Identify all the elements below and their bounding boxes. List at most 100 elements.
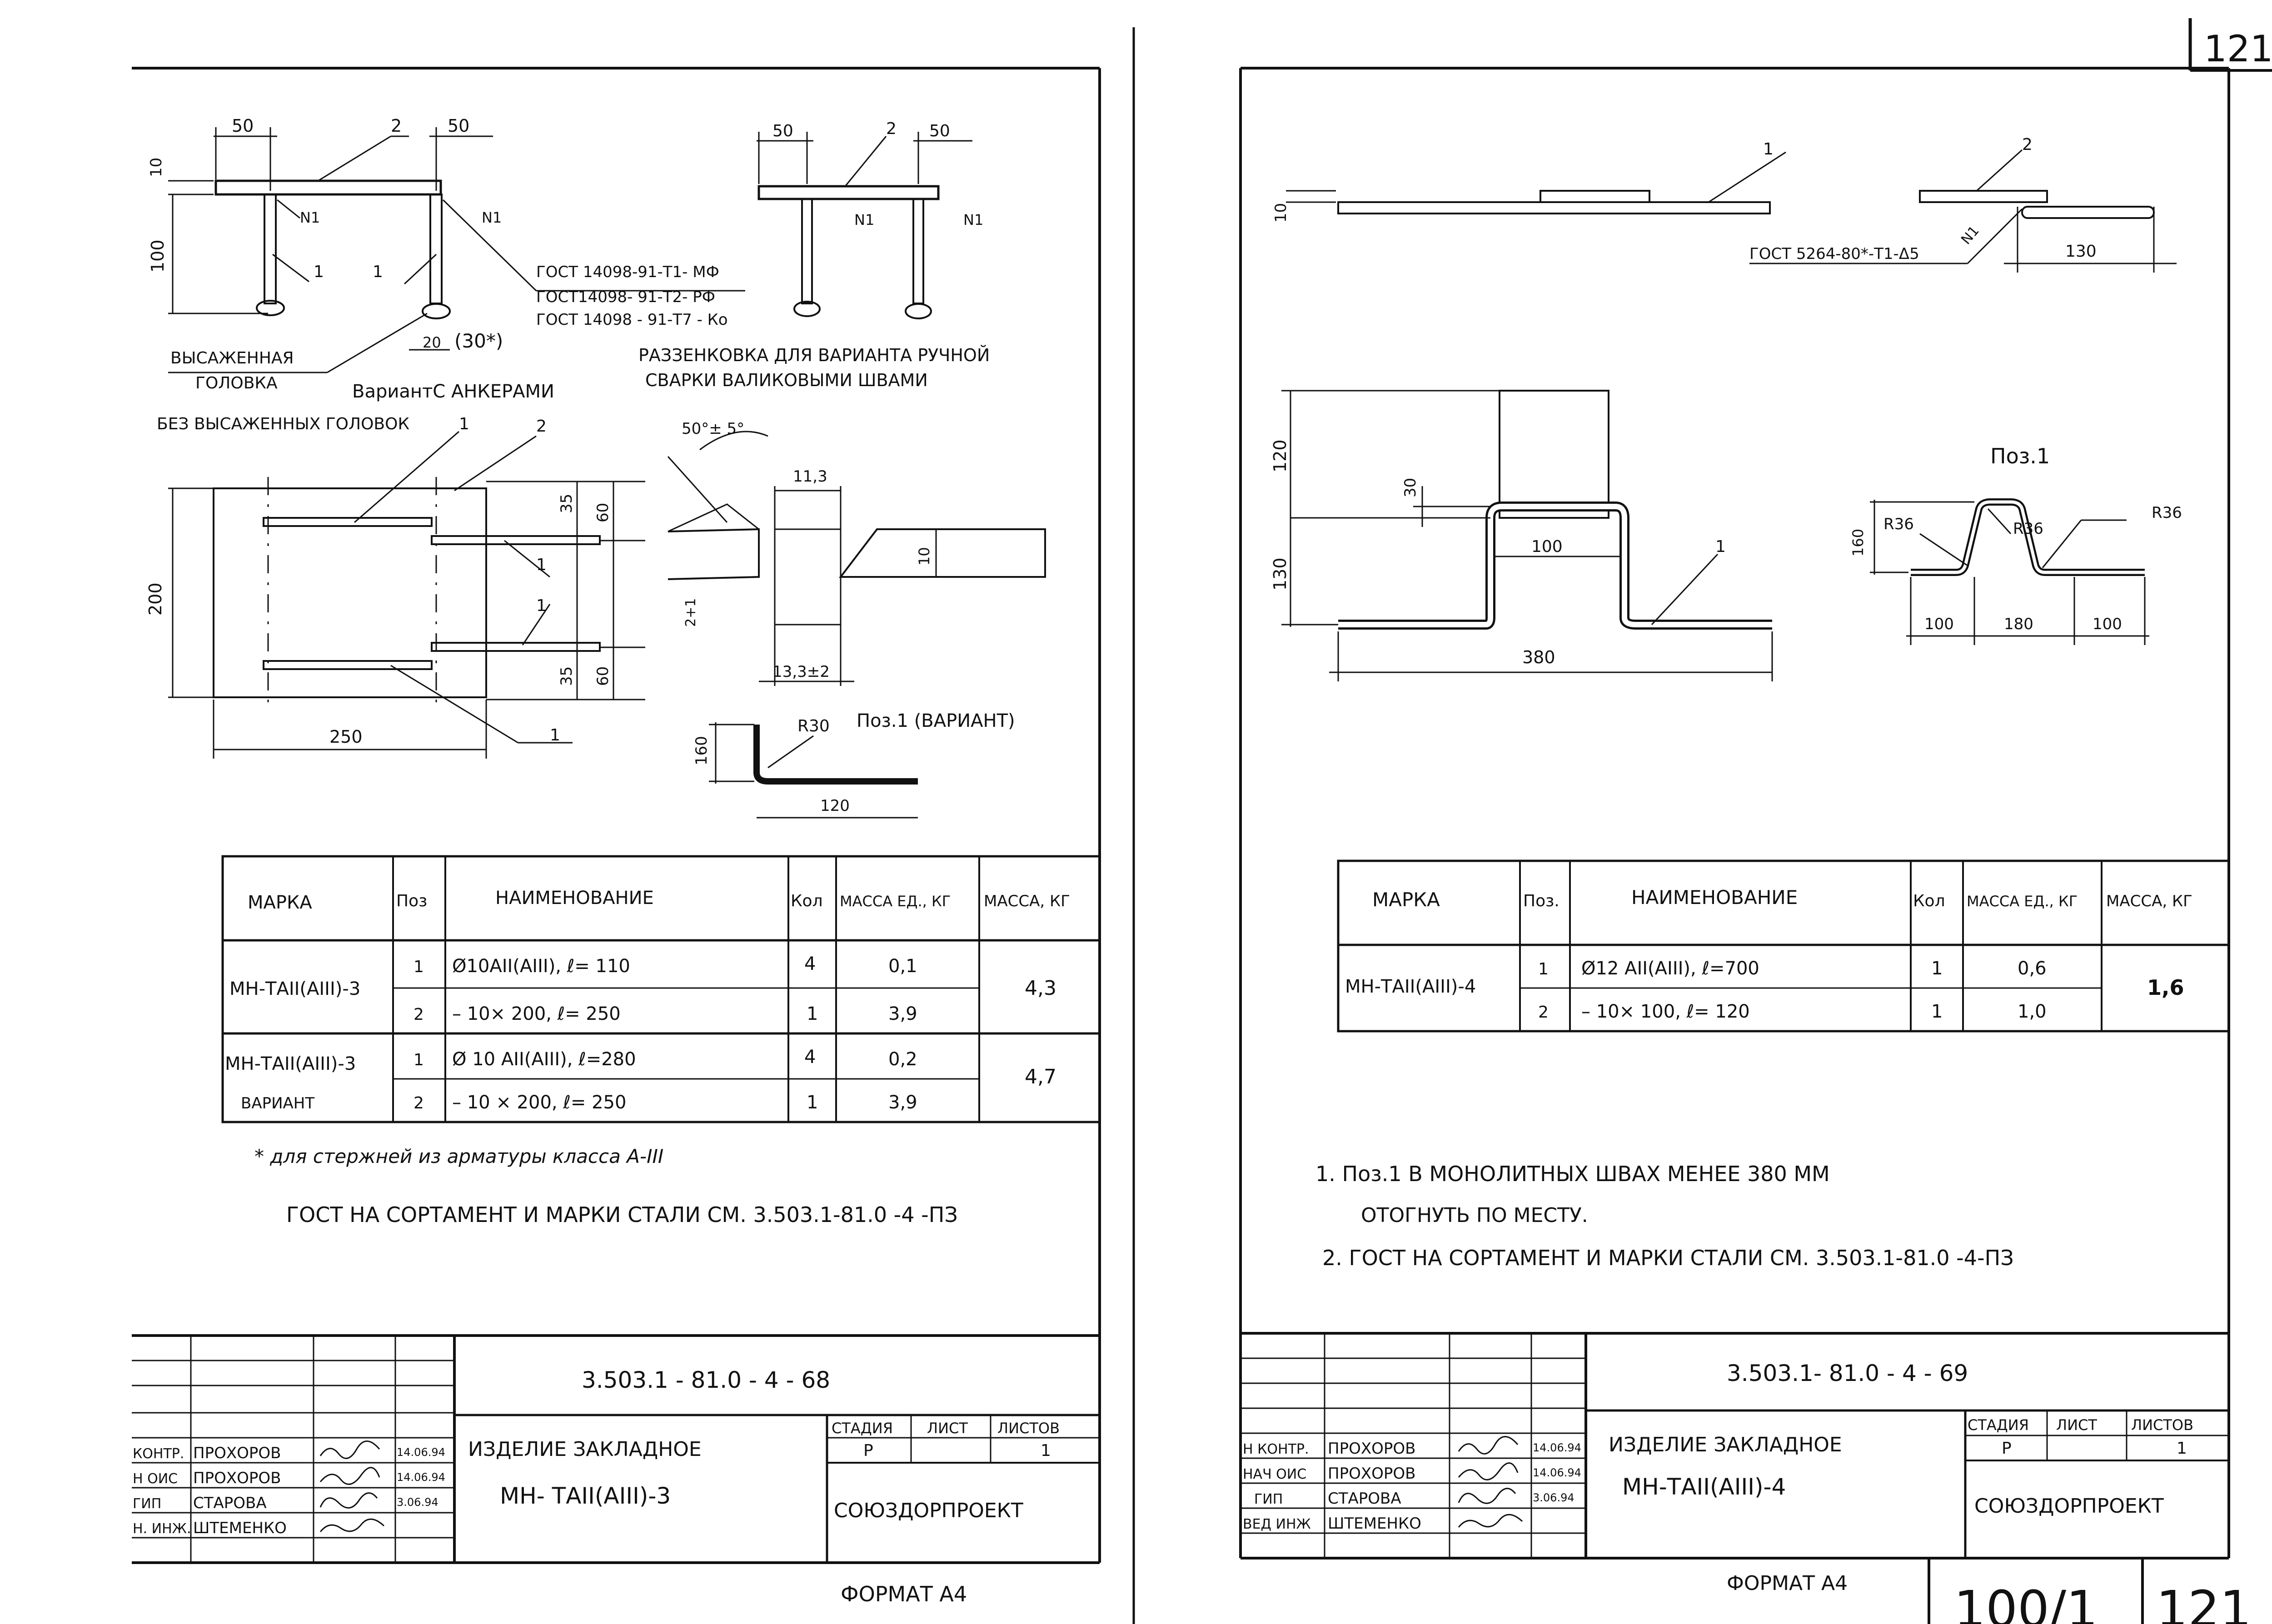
dim-50-c: 50 bbox=[772, 122, 793, 140]
dim-160: 160 bbox=[693, 736, 711, 765]
gost-weld-2: ГОСТ14098- 91-Т2- РФ bbox=[536, 288, 715, 306]
row1-item1-pos: 1 bbox=[414, 958, 424, 976]
right-pos1-title: Поз.1 bbox=[1990, 444, 2050, 468]
dim-2-plus-1: 2+1 bbox=[683, 598, 699, 627]
left-signature-1 bbox=[319, 1440, 380, 1459]
r-row1-item1-qty: 1 bbox=[1931, 958, 1943, 979]
row1-item2-unit: 3,9 bbox=[888, 1003, 917, 1024]
right-role-2: НАЧ ОИС bbox=[1243, 1466, 1306, 1482]
right-dim-380: 380 bbox=[1522, 647, 1555, 667]
th-qty: Кол bbox=[791, 892, 823, 910]
right-dim-180: 180 bbox=[2004, 615, 2033, 633]
left-elevation-drawing: 50 50 2 10 100 N1 N1 1 1 20 (30*) ГОСТ 1… bbox=[147, 116, 745, 433]
right-bent-rod-drawing: 120 30 130 100 380 1 bbox=[1270, 390, 1773, 681]
r-row1-item1-name: Ø12 АII(АIII), ℓ=700 bbox=[1581, 958, 1759, 979]
right-name-3: СТАРОВА bbox=[1328, 1490, 1401, 1508]
right-stage-value: Р bbox=[2002, 1439, 2012, 1458]
row2-item2-qty: 1 bbox=[807, 1092, 818, 1113]
r-th-total-mass: МАССА, КГ bbox=[2106, 892, 2192, 910]
dim-13-3: 13,3±2 bbox=[772, 663, 830, 681]
right-title-2: МН-ТАII(АIII)-4 bbox=[1622, 1474, 1786, 1500]
row2-item1-pos: 1 bbox=[414, 1051, 424, 1069]
left-stage-value: Р bbox=[863, 1441, 873, 1460]
variant-anchors-label: ВариантС АНКЕРАМИ bbox=[352, 381, 554, 402]
left-name-4: ШТЕМЕНКО bbox=[193, 1519, 287, 1537]
angle-50-5: 50°± 5° bbox=[682, 420, 744, 438]
left-plan-drawing: 1 2 1 1 1 200 250 35 60 35 60 bbox=[145, 415, 645, 759]
row1-item1-unit: 0,1 bbox=[888, 956, 917, 977]
pos1-variant-title: Поз.1 (ВАРИАНТ) bbox=[857, 710, 1015, 731]
right-elevation-drawing: 1 10 2 130 ГОСТ 5264-80*-Т1-Δ5 N1 bbox=[1272, 135, 2177, 273]
page-number: 121 bbox=[2204, 28, 2272, 70]
right-sheets-header: ЛИСТОВ bbox=[2131, 1416, 2193, 1434]
right-note-1: 1. Поз.1 В МОНОЛИТНЫХ ШВАХ МЕНЕЕ 380 ММ bbox=[1315, 1162, 1830, 1186]
right-sheet: 1 10 2 130 ГОСТ 5264-80*-Т1-Δ5 N1 bbox=[1239, 67, 2252, 1624]
row2-marka-variant: ВАРИАНТ bbox=[241, 1094, 314, 1112]
upset-head-label-2: ГОЛОВКА bbox=[195, 374, 278, 392]
left-role-1: КОНТР. bbox=[133, 1446, 184, 1462]
dim-35-b: 35 bbox=[558, 666, 576, 686]
r-row1-item1-pos: 1 bbox=[1538, 960, 1549, 978]
right-note-1-cont: ОТОГНУТЬ ПО МЕСТУ. bbox=[1361, 1204, 1588, 1227]
left-pos1-variant: R30 Поз.1 (ВАРИАНТ) 160 120 bbox=[693, 710, 1015, 819]
dim-50-a: 50 bbox=[232, 116, 254, 136]
right-dim-130: 130 bbox=[2065, 242, 2097, 261]
gost-weld-1: ГОСТ 14098-91-Т1- МФ bbox=[536, 263, 719, 281]
r-row1-item2-qty: 1 bbox=[1931, 1001, 1943, 1022]
right-name-2: ПРОХОРОВ bbox=[1328, 1465, 1415, 1483]
dim-20: 20 bbox=[423, 334, 441, 351]
left-spec-table: МАРКА Поз НАИМЕНОВАНИЕ Кол МАССА ЕД., КГ… bbox=[221, 855, 1101, 1123]
pos-2-label: 2 bbox=[391, 116, 402, 136]
right-organization: СОЮЗДОРПРОЕКТ bbox=[1974, 1495, 2164, 1518]
dim-11-3: 11,3 bbox=[793, 467, 827, 486]
right-role-3: ГИП bbox=[1254, 1491, 1283, 1507]
right-pos1-detail: Поз.1 R36 R36 R36 160 100 180 100 bbox=[1849, 444, 2182, 645]
row2-item2-pos: 2 bbox=[414, 1094, 424, 1112]
bottom-sheet-number: 100/1 121 bbox=[1928, 1558, 2252, 1624]
row2-marka: МН-ТАII(АIII)-3 bbox=[225, 1053, 356, 1074]
row2-item1-name: Ø 10 АII(АIII), ℓ=280 bbox=[452, 1049, 636, 1070]
r36-b: R36 bbox=[2013, 520, 2043, 538]
r-th-qty: Кол bbox=[1913, 892, 1945, 910]
th-marka: МАРКА bbox=[248, 892, 312, 913]
dim-120: 120 bbox=[820, 797, 850, 815]
right-signature-1 bbox=[1458, 1436, 1519, 1455]
r-th-marka: МАРКА bbox=[1372, 889, 1440, 911]
th-unit-mass: МАССА ЕД., КГ bbox=[840, 893, 951, 910]
dim-60-a: 60 bbox=[594, 503, 612, 522]
no-upset-heads-label: БЕЗ ВЫСАЖЕННЫХ ГОЛОВОК bbox=[157, 415, 409, 433]
page-number-box: 121 bbox=[2188, 18, 2272, 72]
right-dim-100-a: 100 bbox=[1924, 615, 1954, 633]
row1-total: 4,3 bbox=[1025, 977, 1056, 1000]
pos-1-e: 1 bbox=[536, 596, 547, 615]
right-pos-1-b: 1 bbox=[1715, 537, 1726, 556]
left-role-3: ГИП bbox=[133, 1496, 161, 1512]
right-spec-table: МАРКА Поз. НАИМЕНОВАНИЕ Кол МАССА ЕД., К… bbox=[1337, 859, 2230, 1033]
bottom-page-number: 121 bbox=[2156, 1580, 2252, 1624]
row1-item2-name: – 10× 200, ℓ= 250 bbox=[452, 1003, 621, 1024]
left-sheet-header: ЛИСТ bbox=[927, 1420, 968, 1437]
right-dim-10: 10 bbox=[1272, 203, 1290, 223]
left-date-3: 3.06.94 bbox=[397, 1496, 438, 1509]
left-name-1: ПРОХОРОВ bbox=[193, 1444, 281, 1462]
row2-total: 4,7 bbox=[1025, 1065, 1056, 1088]
pos-1-d: 1 bbox=[536, 556, 547, 574]
left-countersink-detail: 50°± 5° 11,3 13,3±2 2+1 10 bbox=[667, 420, 1046, 686]
dim-60-b: 60 bbox=[594, 666, 612, 686]
dim-35-a: 35 bbox=[558, 494, 576, 513]
gost-weld-3: ГОСТ 14098 - 91-Т7 - Ко bbox=[536, 311, 728, 329]
dim-50-b: 50 bbox=[448, 116, 469, 136]
right-dim-100-b: 100 bbox=[2093, 615, 2122, 633]
dim-10-b: 10 bbox=[916, 547, 933, 566]
pos-2-c: 2 bbox=[536, 417, 547, 436]
left-role-4: Н. ИНЖ. bbox=[133, 1521, 191, 1537]
r-th-unit-mass: МАССА ЕД., КГ bbox=[1967, 893, 2078, 910]
left-signature-2 bbox=[319, 1467, 380, 1485]
r30-label: R30 bbox=[797, 717, 830, 735]
bottom-album-number: 100/1 bbox=[1954, 1580, 2098, 1624]
r-row1-item2-pos: 2 bbox=[1538, 1003, 1549, 1022]
row1-item2-qty: 1 bbox=[807, 1003, 818, 1024]
weld-n1-a: N1 bbox=[300, 209, 320, 226]
left-footnote: * для стержней из арматуры класса А-III bbox=[254, 1145, 663, 1167]
